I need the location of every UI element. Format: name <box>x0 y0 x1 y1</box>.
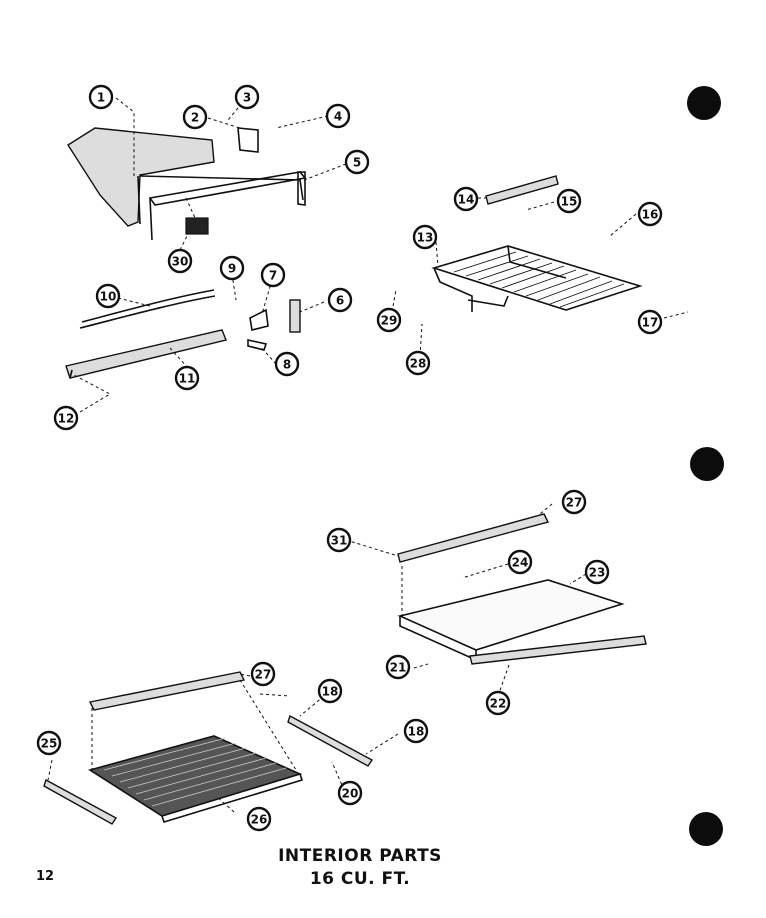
binder-hole <box>689 812 723 846</box>
callout-label: 25 <box>41 737 58 751</box>
callout-label: 16 <box>642 208 659 222</box>
callout-label: 3 <box>243 91 251 105</box>
callout-21: 21 <box>385 654 411 680</box>
callout-11: 11 <box>174 365 200 391</box>
callout-23: 23 <box>584 559 610 585</box>
part-10-strip <box>79 295 216 329</box>
callout-6: 6 <box>327 287 353 313</box>
callout-label: 20 <box>342 787 359 801</box>
callout-17: 17 <box>637 309 663 335</box>
callout-10: 10 <box>95 283 121 309</box>
callout-label: 21 <box>390 661 407 675</box>
callout-label: 1 <box>97 91 105 105</box>
callout-label: 6 <box>336 294 344 308</box>
callout-label: 18 <box>408 725 425 739</box>
diagram-title: INTERIOR PARTS <box>278 846 442 866</box>
part-13-wire-shelf <box>431 245 643 312</box>
callout-label: 18 <box>322 685 339 699</box>
part-2-bracket <box>237 127 259 153</box>
callout-29: 29 <box>376 307 402 333</box>
callout-label: 31 <box>331 534 348 548</box>
callout-label: 10 <box>100 290 117 304</box>
callout-label: 30 <box>172 255 189 269</box>
callout-label: 24 <box>512 556 529 570</box>
callout-label: 15 <box>561 195 578 209</box>
callout-7: 7 <box>260 262 286 288</box>
callout-27: 27 <box>561 489 587 515</box>
callout-24: 24 <box>507 549 533 575</box>
part-6-hinge <box>289 299 301 333</box>
callout-label: 2 <box>191 111 199 125</box>
callout-label: 17 <box>642 316 659 330</box>
callout-label: 12 <box>58 412 75 426</box>
part-23-glass-shelf <box>397 579 625 651</box>
part-25-side-rail <box>43 778 118 825</box>
callout-label: 27 <box>566 496 583 510</box>
part-30-vent <box>185 217 209 235</box>
callout-13: 13 <box>412 224 438 250</box>
callout-label: 11 <box>179 372 196 386</box>
binder-hole <box>687 86 721 120</box>
part-27-rail-lower <box>88 671 246 711</box>
callout-label: 9 <box>228 262 236 276</box>
callout-label: 5 <box>353 156 361 170</box>
callout-26: 26 <box>246 806 272 832</box>
part-27-rail-upper <box>397 513 550 563</box>
callout-31: 31 <box>326 527 352 553</box>
diagram-subtitle: 16 CU. FT. <box>309 869 411 889</box>
callout-5: 5 <box>344 149 370 175</box>
callout-28: 28 <box>405 350 431 376</box>
callout-label: 7 <box>269 269 277 283</box>
part-22-trim <box>469 635 647 665</box>
part-14-trim <box>485 175 559 205</box>
callout-4: 4 <box>325 103 351 129</box>
part-7-clip <box>249 308 269 331</box>
part-10-strip-edge <box>81 289 215 323</box>
callout-16: 16 <box>637 201 663 227</box>
callout-label: 4 <box>334 110 342 124</box>
callout-label: 26 <box>251 813 268 827</box>
callout-25: 25 <box>36 730 62 756</box>
callout-label: 28 <box>410 357 427 371</box>
callout-22: 22 <box>485 690 511 716</box>
callout-15: 15 <box>556 188 582 214</box>
part-26-grille-shelf <box>88 735 304 823</box>
callout-label: 27 <box>255 668 272 682</box>
callout-18: 18 <box>317 678 343 704</box>
callout-9: 9 <box>219 255 245 281</box>
callout-8: 8 <box>274 351 300 377</box>
callout-27: 27 <box>250 661 276 687</box>
callout-label: 23 <box>589 566 606 580</box>
part-8-clip <box>247 339 268 351</box>
callout-20: 20 <box>337 780 363 806</box>
page-number: 12 <box>36 869 55 884</box>
callout-1: 1 <box>88 84 114 110</box>
part-shelf-support-rail <box>148 171 307 241</box>
leader-lines <box>47 97 689 813</box>
binder-hole <box>690 447 724 481</box>
callout-2: 2 <box>182 104 208 130</box>
callout-12: 12 <box>53 405 79 431</box>
callout-label: 14 <box>458 193 475 207</box>
callout-label: 8 <box>283 358 291 372</box>
part-11-channel <box>65 329 227 379</box>
callout-label: 22 <box>490 697 507 711</box>
part-5-mount <box>297 171 306 206</box>
callout-30: 30 <box>167 248 193 274</box>
callout-14: 14 <box>453 186 479 212</box>
callout-3: 3 <box>234 84 260 110</box>
callout-label: 13 <box>417 231 434 245</box>
callout-label: 29 <box>381 314 398 328</box>
part-19-side-rail <box>287 714 374 767</box>
callout-18: 18 <box>403 718 429 744</box>
